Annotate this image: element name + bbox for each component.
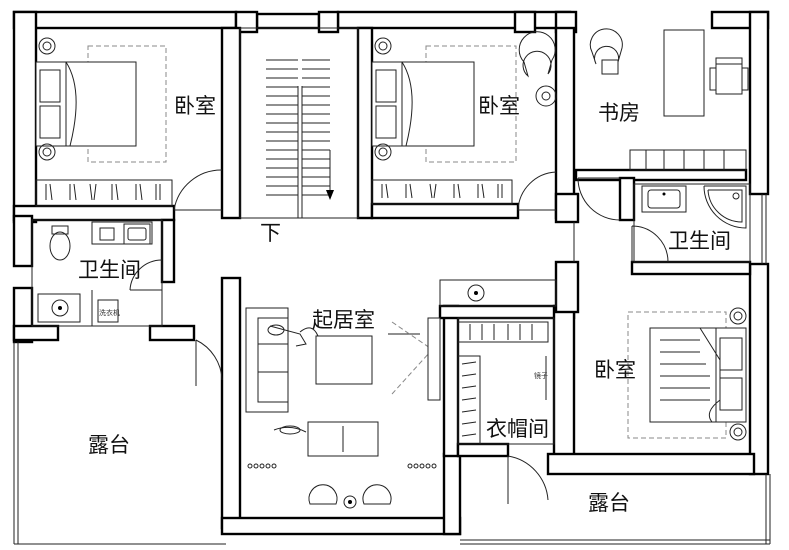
room-label-terrace-s: 露台	[588, 491, 630, 515]
closet: 镜子 衣帽间	[457, 317, 555, 504]
bathroom-w: 洗衣机 卫生间	[31, 219, 163, 327]
stair-arrow-icon	[326, 190, 334, 200]
bedroom-n: 卧室	[371, 31, 557, 211]
bedroom-nw: 卧室	[35, 37, 223, 211]
room-label-study: 书房	[598, 101, 640, 125]
room-label-living: 起居室	[312, 308, 375, 332]
washer-label: 洗衣机	[99, 308, 120, 317]
room-label-bedroom-nw: 卧室	[174, 94, 216, 118]
room-label-closet: 衣帽间	[486, 417, 549, 441]
room-label-bedroom-se: 卧室	[594, 358, 636, 382]
living-room: 起居室	[245, 279, 557, 509]
room-label-bathroom-e: 卫生间	[668, 229, 731, 253]
stair-direction-label: 下	[260, 221, 281, 245]
study: 书房	[577, 28, 749, 221]
terraces: 露台 露台	[88, 222, 630, 515]
bathroom-e: 卫生间	[631, 183, 751, 263]
room-label-bedroom-n: 卧室	[478, 94, 520, 118]
terrace-railing	[13, 194, 771, 545]
mirror-label: 镜子	[534, 371, 548, 380]
room-label-bathroom-w: 卫生间	[78, 258, 141, 282]
bedroom-se: 卧室	[594, 307, 747, 441]
staircase: 下	[239, 27, 359, 245]
room-label-terrace-w: 露台	[88, 433, 130, 457]
